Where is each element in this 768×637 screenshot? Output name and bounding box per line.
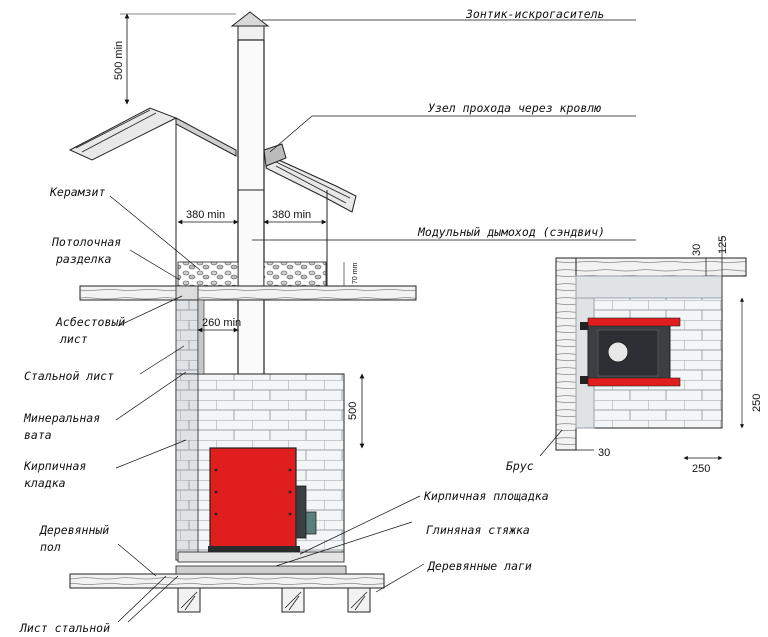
plan-view: 30 125 250 30 250 Брус	[506, 236, 763, 475]
clay-screed	[177, 551, 345, 563]
plan-chimney-opening	[607, 341, 629, 363]
plan-dim-30-top: 30	[691, 244, 703, 256]
label-wood-joists: Деревянные лаги	[427, 559, 532, 573]
label-wood-floor-2: пол	[40, 540, 61, 554]
plan-dim-30-bottom: 30	[598, 447, 610, 459]
steel-sheet-floor	[175, 565, 347, 575]
label-modular-chimney: Модульный дымоход (сэндвич)	[417, 225, 605, 239]
wood-joist-2	[281, 587, 305, 613]
dim-top-min: 500 min	[113, 41, 125, 80]
label-mineral-wool-2: вата	[24, 428, 52, 442]
label-ceiling-cut-1: Потолочная	[51, 235, 121, 249]
label-brickwork-1: Кирпичная	[23, 459, 86, 473]
label-steel-sheet: Стальной лист	[24, 369, 114, 383]
label-clay-screed: Глиняная стяжка	[426, 523, 530, 537]
dim-side-gap: 260 min	[202, 317, 241, 329]
keramzit-left	[177, 261, 239, 287]
plan-beam	[555, 257, 577, 451]
label-asbestos-2: лист	[59, 332, 88, 346]
plan-dim-250-side: 250	[751, 394, 763, 412]
label-spark-arrester: Зонтик-искрогаситель	[465, 7, 605, 21]
dim-left-gap: 380 min	[186, 209, 225, 221]
label-beam: Брус	[506, 459, 534, 473]
label-mineral-wool-1: Минеральная	[23, 411, 100, 425]
label-roof-pass: Узел прохода через кровлю	[428, 101, 601, 115]
stove-body	[209, 447, 297, 549]
roof	[68, 107, 357, 286]
roof-pass-flashing	[263, 143, 287, 167]
ceiling	[79, 261, 417, 301]
label-asbestos-1: Асбестовый	[55, 315, 125, 329]
asbestos-steel-column	[175, 299, 199, 375]
label-wood-floor-1: Деревянный	[39, 523, 109, 537]
dim-layer-70: 70 mm	[352, 262, 359, 284]
wood-joist-3	[347, 587, 371, 613]
callout-leaders	[109, 19, 636, 623]
keramzit-right	[263, 261, 327, 287]
plan-top-board	[575, 257, 747, 277]
label-brick-platform: Кирпичная площадка	[423, 489, 549, 503]
dim-right-gap: 380 min	[272, 209, 311, 221]
floor	[69, 565, 385, 613]
label-keramzit: Керамзит	[49, 185, 105, 199]
label-steel-sheet-floor: Лист стальной	[19, 621, 110, 635]
text-labels: Зонтик-искрогаситель Узел прохода через …	[19, 7, 605, 635]
wood-joist-1	[177, 587, 201, 613]
wood-floor	[69, 573, 385, 589]
stove	[177, 447, 345, 563]
dimension-lines: 500 min 380 min 380 min 260 min 70 mm 50…	[113, 13, 365, 449]
ceiling-boards	[79, 285, 417, 301]
dim-wall-500: 500	[347, 402, 359, 420]
spark-arrester-body	[237, 25, 265, 41]
spark-arrester-cap	[230, 11, 270, 27]
label-ceiling-cut-2: разделка	[55, 252, 111, 266]
mineral-wool-layer	[197, 299, 205, 375]
label-brickwork-2: кладка	[24, 476, 66, 490]
plan-dim-125: 125	[717, 236, 729, 254]
plan-dim-250-bottom: 250	[692, 463, 710, 475]
